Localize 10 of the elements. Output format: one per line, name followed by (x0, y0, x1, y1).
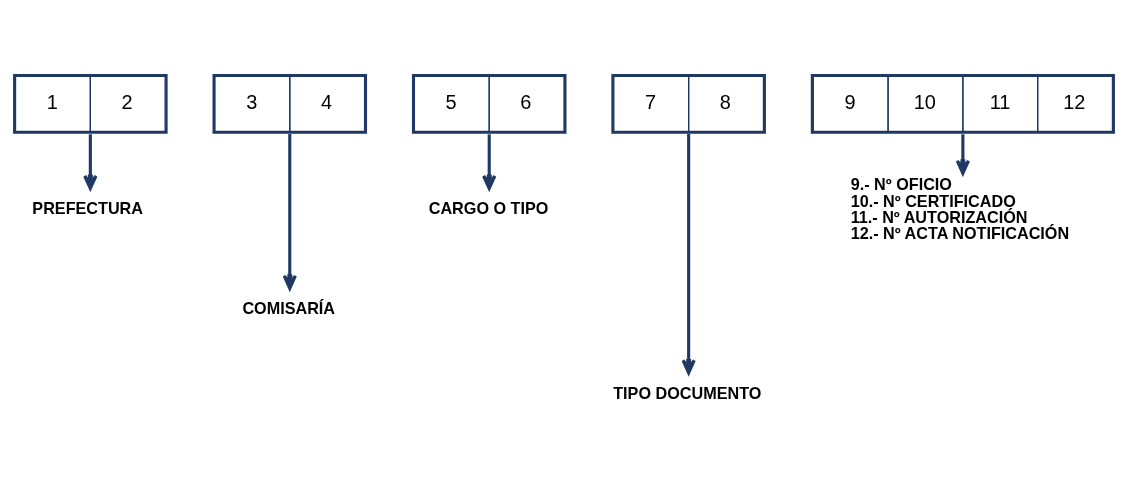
node-text: 9.- Nº OFICIO 10.- Nº CERTIFICADO 11.- Nº AUTORIZACIÓN 12.- Nº ACTA NOTIFICACIÓN (850, 175, 1070, 243)
arrow (955, 134, 971, 175)
node-text: COMISARÍA (242, 298, 336, 317)
arrow (681, 133, 696, 375)
arrow (482, 134, 497, 191)
arrow (83, 134, 98, 191)
arrow (282, 134, 297, 290)
node-text: PREFECTURA (32, 199, 143, 218)
node-text: TIPO DOCUMENTO (613, 383, 762, 402)
node-text: CARGO O TIPO (428, 199, 549, 218)
